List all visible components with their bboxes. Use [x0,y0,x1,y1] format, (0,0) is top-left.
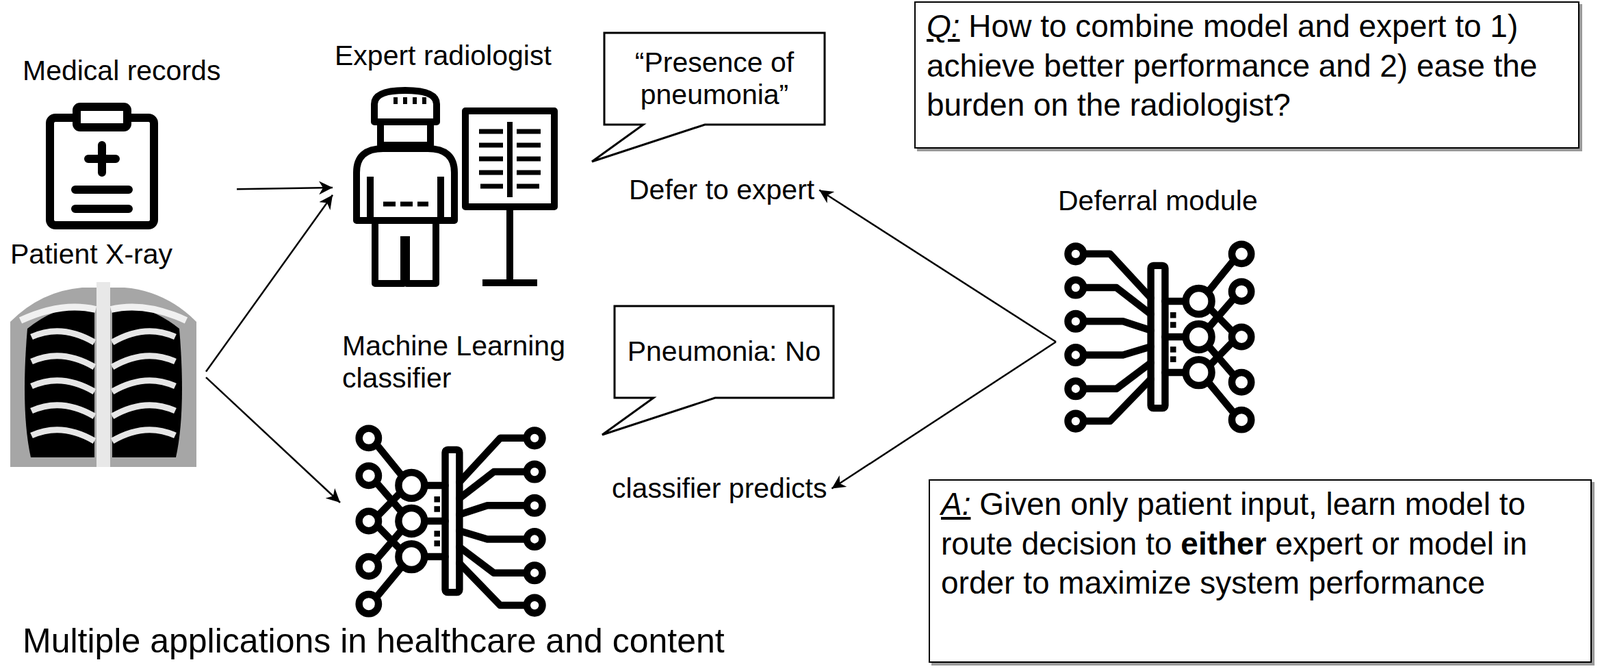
radiologist-icon [383,201,429,207]
node-text: Deferral module [1057,184,1258,217]
xray-image [112,405,176,417]
node-text: A: [940,485,971,522]
connector-arrow [831,341,1056,488]
radiologist-icon [380,121,431,146]
xray-image [96,281,111,467]
icon-label: Patient X-ray [10,238,204,467]
radiologist-icon [374,90,437,122]
connector-arrow [819,190,1056,343]
xray-image [31,405,95,417]
connector-arrow [236,187,333,189]
node-text: Pneumonia: No [627,335,822,368]
clipboard-icon [49,117,154,226]
connector-arrow [205,195,333,372]
xray-image [31,331,176,441]
xray-image [24,306,95,458]
clipboard-icon [88,145,116,173]
radiologist-icon [507,121,513,198]
answer-box: A: Given only patient input, learn model… [928,479,1592,663]
xray-image [112,380,176,392]
radiologist-icon [479,131,541,187]
radiologist-icon [465,110,555,207]
radiologist-icon [370,176,441,221]
xray-image [112,355,176,367]
route-label: classifier predicts [609,470,830,506]
node-text: Defer to expert [628,173,815,206]
bubble-outline [591,32,825,162]
node-text: classifier predicts [611,472,827,504]
node-text: Medical records [22,54,221,87]
xray-image [10,280,197,467]
xray-image [112,331,176,343]
radiologist-icon [356,148,455,221]
xray-image [10,280,197,467]
clipboard-icon [76,106,128,128]
xray-image [31,355,95,367]
question-box: Q: How to combine model and expert to 1)… [914,1,1580,149]
classifier-network-icon [359,428,543,614]
footer-note: Multiple applications in healthcare and … [22,620,725,662]
xray-image [31,380,95,392]
node-text: either [1180,525,1267,562]
node-text: How to combine model and expert to 1) ac… [926,8,1538,123]
xray-image [112,429,176,441]
deferral-network-icon [1067,244,1251,430]
node-text: Q: [926,8,961,44]
clipboard-icon [49,106,154,226]
radiologist-icon [356,90,555,284]
icon-label: Expert radiologist [334,39,578,287]
radiologist-icon [375,220,436,284]
icon-label: Machine Learning classifier [342,329,590,618]
classifier-network-icon [359,428,543,614]
icon-label: Medical records [22,54,235,230]
radiologist-icon [395,97,425,105]
node-text: “Presence of pneumonia” [612,46,817,111]
deferral-network-icon [1067,244,1251,430]
xray-image [20,306,187,321]
node-text: Machine Learning classifier [342,329,590,395]
route-label: Defer to expert [626,172,818,208]
node-text: Expert radiologist [334,39,552,72]
speech-bubble: Pneumonia: No [614,305,834,398]
icon-label: Deferral module [1057,184,1277,434]
speech-bubble: “Presence of pneumonia” [604,32,825,125]
connector-arrow [205,377,341,503]
node-text: Patient X-ray [10,238,173,271]
radiologist-icon [482,206,538,283]
clipboard-icon [75,189,129,209]
xray-image [112,306,183,458]
bubble-outline [602,305,834,435]
xray-image [31,331,95,343]
xray-image [31,429,95,441]
